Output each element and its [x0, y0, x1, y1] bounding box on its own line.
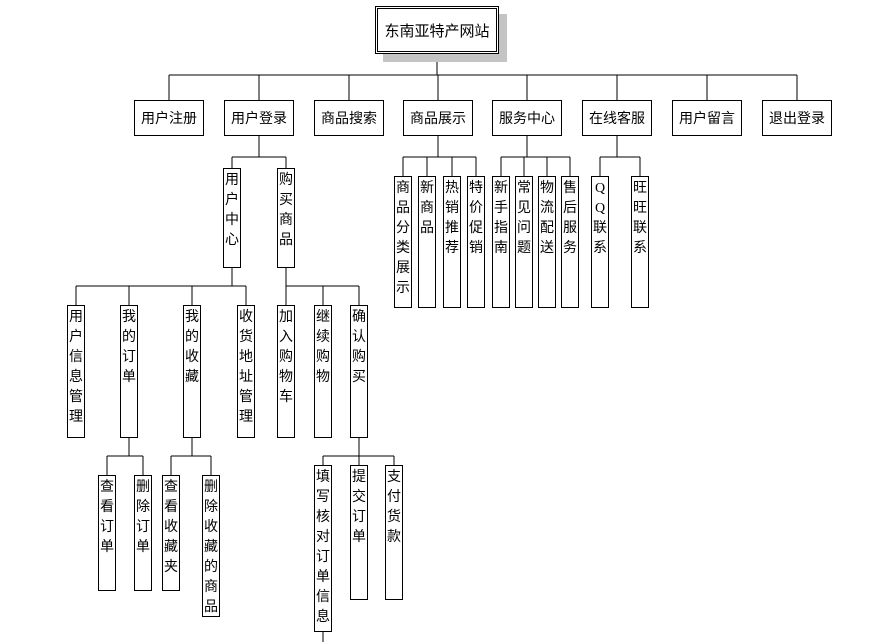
display-child-node: 特价促销 — [467, 176, 485, 308]
display-child-node: 热销推荐 — [443, 176, 461, 308]
login-child-node: 购买商品 — [277, 168, 295, 268]
purchase-step-node: 继续购物 — [314, 305, 332, 438]
user-center-child-node: 我的收藏 — [183, 305, 201, 438]
user-center-child-node: 收货地址管理 — [237, 305, 255, 438]
root-node: 东南亚特产网站 — [375, 6, 499, 54]
module-node: 商品搜索 — [314, 100, 384, 136]
service-child-node: 新手指南 — [492, 176, 510, 308]
user-center-child-node: 我的订单 — [120, 305, 138, 438]
service-child-node: 物流配送 — [538, 176, 556, 308]
module-node: 商品展示 — [403, 100, 473, 136]
favorite-action-node: 查看收藏夹 — [162, 475, 180, 591]
module-node: 退出登录 — [762, 100, 832, 136]
purchase-step-node: 加入购物车 — [277, 305, 295, 438]
checkout-step-node: 填写核对订单信息 — [314, 465, 332, 632]
module-node: 服务中心 — [492, 100, 562, 136]
purchase-step-node: 确认购买 — [350, 305, 368, 438]
module-node: 用户留言 — [672, 100, 742, 136]
login-child-node: 用户中心 — [223, 168, 241, 268]
module-node: 在线客服 — [582, 100, 652, 136]
checkout-step-node: 支付货款 — [385, 465, 403, 600]
module-node: 用户注册 — [134, 100, 204, 136]
order-action-node: 查看订单 — [98, 475, 116, 591]
order-action-node: 删除订单 — [134, 475, 152, 591]
display-child-node: 新商品 — [418, 176, 436, 308]
module-node: 用户登录 — [224, 100, 294, 136]
display-child-node: 商品分类展示 — [394, 176, 412, 308]
service-child-node: 常见问题 — [515, 176, 533, 308]
user-center-child-node: 用户信息管理 — [67, 305, 85, 438]
checkout-step-node: 提交订单 — [350, 465, 368, 600]
support-child-node: 旺旺联系 — [631, 176, 649, 308]
service-child-node: 售后服务 — [561, 176, 579, 308]
favorite-action-node: 删除收藏的商品 — [202, 475, 220, 617]
